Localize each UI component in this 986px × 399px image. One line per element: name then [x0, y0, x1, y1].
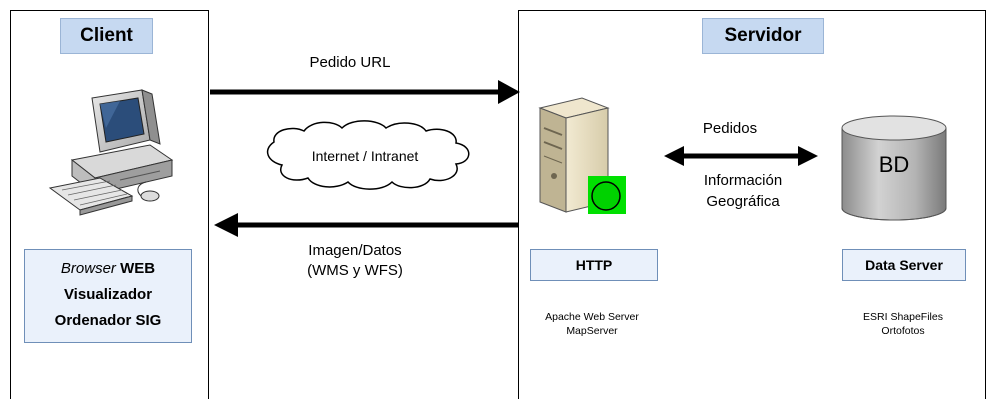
client-role-line2: Visualizador — [63, 286, 153, 303]
response-arrow — [214, 213, 518, 237]
client-role-line1: Browser WEB — [25, 256, 191, 282]
response-label-line2: (WMS y WFS) — [307, 262, 403, 279]
client-role-box: Browser WEB Visualizador Ordenador SIG — [24, 249, 192, 343]
client-role-line3: Ordenador SIG — [54, 312, 162, 329]
data-detail-line2: Ortofotos — [881, 325, 925, 337]
request-arrow — [210, 80, 520, 104]
network-label: Internet / Intranet — [311, 148, 419, 164]
server-tower-icon — [538, 97, 626, 214]
db-label: BD — [878, 152, 910, 177]
computer-icon — [48, 89, 174, 216]
request-label: Pedido URL — [309, 54, 391, 71]
requests-label: Pedidos — [702, 120, 758, 137]
cloud-icon — [266, 120, 470, 190]
geo-info-label-line1: Información — [703, 172, 783, 189]
response-label-line1: Imagen/Datos — [308, 242, 402, 259]
bidirectional-arrow — [664, 146, 818, 166]
web-word: WEB — [115, 260, 156, 277]
data-detail-line1: ESRI ShapeFiles — [863, 311, 943, 323]
geo-info-label-line2: Geográfica — [706, 193, 780, 210]
browser-word: Browser — [60, 260, 116, 277]
data-server-label-box: Data Server — [842, 249, 966, 281]
http-label-box: HTTP — [530, 249, 658, 281]
server-title: Servidor — [702, 18, 824, 54]
http-detail-line2: MapServer — [566, 325, 618, 337]
database-cylinder-icon — [841, 115, 947, 221]
client-title: Client — [60, 18, 153, 54]
http-detail-line1: Apache Web Server — [545, 311, 639, 323]
